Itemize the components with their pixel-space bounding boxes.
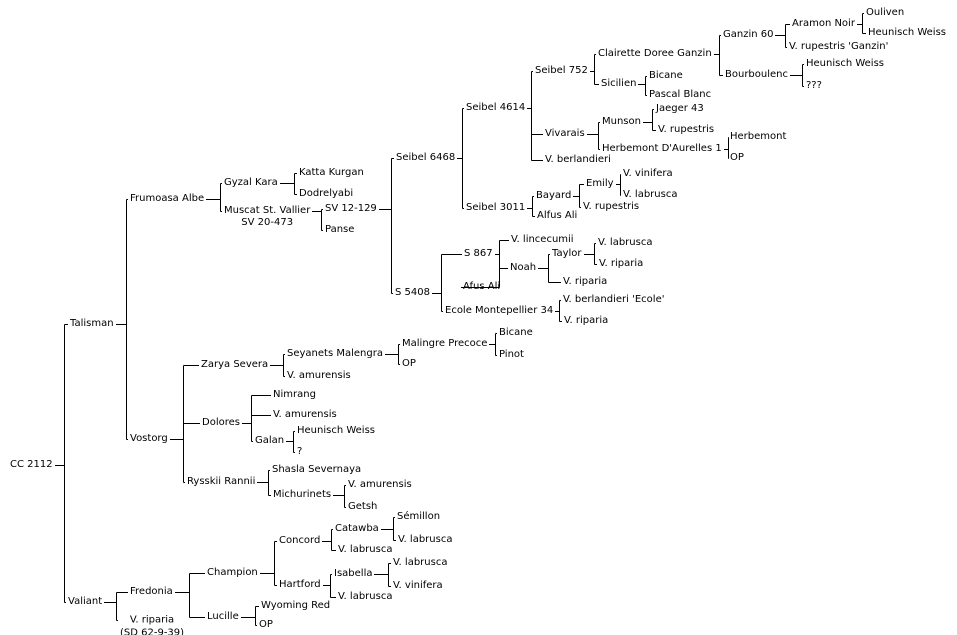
node-v-amurensis: V. amurensis bbox=[287, 370, 351, 381]
node-zarya-severa: Zarya Severa bbox=[201, 359, 269, 370]
node-v-labrusca: V. labrusca bbox=[338, 544, 393, 555]
node-sicilien: Sicilien bbox=[601, 78, 637, 89]
node-fredonia: Fredonia bbox=[130, 586, 173, 597]
node-catawba: Catawba bbox=[335, 523, 379, 534]
node-v-riparia: V. riparia bbox=[564, 315, 609, 326]
node-v-rupestris: V. rupestris bbox=[583, 201, 640, 212]
node-pascal-blanc: Pascal Blanc bbox=[649, 89, 712, 100]
node-v-rupestris: V. rupestris bbox=[658, 124, 715, 135]
node-vostorg: Vostorg bbox=[130, 433, 168, 444]
node-v-amurensis: V. amurensis bbox=[273, 409, 337, 420]
node-unknown: ??? bbox=[806, 80, 822, 91]
node-bourboulenc: Bourboulenc bbox=[725, 69, 788, 80]
node-getsh: Getsh bbox=[348, 501, 378, 512]
node-jaeger-43: Jaeger 43 bbox=[656, 103, 704, 114]
node-michurinets: Michurinets bbox=[273, 489, 332, 500]
node-panse: Panse bbox=[325, 224, 355, 235]
node-s-867: S 867 bbox=[464, 248, 493, 259]
node-wyoming-red: Wyoming Red bbox=[261, 600, 331, 611]
node-clairette-doree-ganzin: Clairette Doree Ganzin bbox=[598, 48, 712, 59]
node-vivarais: Vivarais bbox=[545, 128, 585, 139]
node-champion: Champion bbox=[207, 567, 258, 578]
node-pinot: Pinot bbox=[499, 349, 524, 360]
node-concord: Concord bbox=[279, 535, 321, 546]
node-noah: Noah bbox=[510, 262, 537, 273]
node-heunisch-weiss: Heunisch Weiss bbox=[806, 58, 885, 69]
node-taylor: Taylor bbox=[552, 248, 582, 259]
node-talisman: Talisman bbox=[70, 318, 114, 329]
node-s-millon: Sémillon bbox=[397, 511, 441, 522]
node-v-berlandieri: V. berlandieri bbox=[545, 154, 611, 165]
node-v-berlandieri-ecole: V. berlandieri 'Ecole' bbox=[563, 294, 665, 305]
node-v-amurensis: V. amurensis bbox=[348, 479, 412, 490]
node-unknown: ? bbox=[297, 446, 303, 457]
node-bicane: Bicane bbox=[499, 327, 533, 338]
node-v-labrusca: V. labrusca bbox=[623, 189, 678, 200]
node-v-riparia: V. riparia bbox=[563, 276, 608, 287]
node-op: OP bbox=[730, 152, 744, 163]
node-seibel-752: Seibel 752 bbox=[535, 65, 588, 76]
node-dodrelyabi: Dodrelyabi bbox=[299, 188, 354, 199]
node-seibel-6468: Seibel 6468 bbox=[396, 152, 456, 163]
node-ouliven: Ouliven bbox=[866, 7, 905, 18]
node-v-riparia-sd-62-9-39: V. riparia (SD 62-9-39) bbox=[120, 614, 185, 635]
node-shasla-severnaya: Shasla Severnaya bbox=[272, 464, 362, 475]
node-bayard: Bayard bbox=[536, 190, 572, 201]
node-galan: Galan bbox=[255, 435, 285, 446]
node-bicane: Bicane bbox=[649, 70, 683, 81]
node-v-vinifera: V. vinifera bbox=[393, 580, 443, 591]
node-op: OP bbox=[402, 358, 416, 369]
node-muscat-st-vallier-sv-20-473: Muscat St. Vallier SV 20-473 bbox=[224, 205, 311, 228]
node-sv-12-129: SV 12-129 bbox=[325, 203, 377, 214]
node-v-riparia: V. riparia bbox=[599, 258, 644, 269]
node-isabella: Isabella bbox=[334, 568, 373, 579]
node-rysskii-rannii: Rysskii Rannii bbox=[187, 476, 256, 487]
node-heunisch-weiss: Heunisch Weiss bbox=[297, 425, 376, 436]
node-heunisch-weiss: Heunisch Weiss bbox=[868, 27, 947, 38]
node-cc-2112: CC 2112 bbox=[10, 459, 53, 470]
node-herbemont: Herbemont bbox=[730, 131, 787, 142]
node-dolores: Dolores bbox=[202, 417, 240, 428]
node-gyzal-kara: Gyzal Kara bbox=[224, 177, 278, 188]
node-hartford: Hartford bbox=[279, 579, 321, 590]
node-valiant: Valiant bbox=[68, 596, 103, 607]
node-seyanets-malengra: Seyanets Malengra bbox=[287, 348, 383, 359]
node-frumoasa-albe: Frumoasa Albe bbox=[130, 193, 205, 204]
node-emily: Emily bbox=[586, 178, 614, 189]
node-v-labrusca: V. labrusca bbox=[393, 557, 448, 568]
node-op: OP bbox=[259, 619, 273, 630]
node-lucille: Lucille bbox=[207, 611, 239, 622]
node-seibel-4614: Seibel 4614 bbox=[466, 102, 526, 113]
node-v-rupestris-ganzin: V. rupestris 'Ganzin' bbox=[789, 41, 889, 52]
node-munson: Munson bbox=[602, 116, 641, 127]
node-v-labrusca: V. labrusca bbox=[598, 237, 653, 248]
node-aramon-noir: Aramon Noir bbox=[792, 18, 855, 29]
node-malingre-precoce: Malingre Precoce bbox=[402, 338, 488, 349]
node-s-5408: S 5408 bbox=[395, 287, 430, 298]
node-seibel-3011: Seibel 3011 bbox=[466, 202, 526, 213]
node-v-lincecumii: V. lincecumii bbox=[511, 234, 574, 245]
node-katta-kurgan: Katta Kurgan bbox=[299, 167, 364, 178]
node-v-labrusca: V. labrusca bbox=[398, 534, 453, 545]
node-nimrang: Nimrang bbox=[273, 389, 316, 400]
node-afus-ali: Afus Ali bbox=[463, 281, 501, 292]
node-alfus-ali: Alfus Ali bbox=[537, 210, 578, 221]
node-v-vinifera: V. vinifera bbox=[623, 168, 673, 179]
node-ganzin-60: Ganzin 60 bbox=[723, 29, 774, 40]
node-v-labrusca: V. labrusca bbox=[338, 591, 393, 602]
node-herbemont-d-aurelles-1: Herbemont D'Aurelles 1 bbox=[602, 143, 722, 154]
node-ecole-montepellier-34: Ecole Montepellier 34 bbox=[445, 305, 554, 316]
